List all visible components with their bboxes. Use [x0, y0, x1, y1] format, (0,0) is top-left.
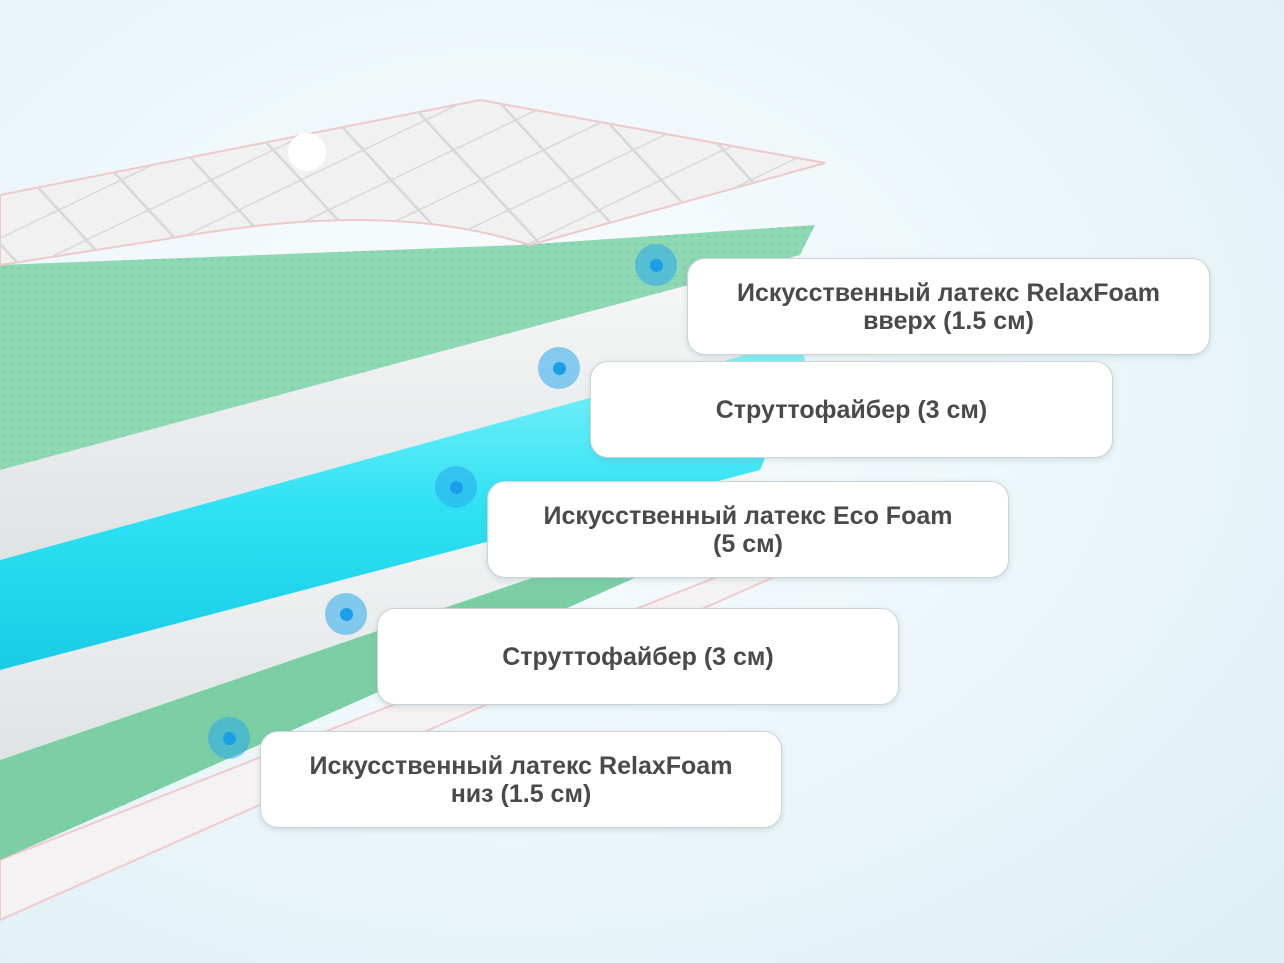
layer-label-relaxfoam-bottom: Искусственный латекс RelaxFoam низ (1.5 … — [260, 731, 782, 828]
hotspot-dot-icon[interactable] — [635, 244, 677, 286]
layer-label-struttofiber-bottom: Струттофайбер (3 см) — [377, 608, 899, 705]
layer-label-text: Струттофайбер (3 см) — [715, 395, 988, 424]
hotspot-dot-icon[interactable] — [435, 466, 477, 508]
layer-label-relaxfoam-top: Искусственный латекс RelaxFoam вверх (1.… — [687, 258, 1210, 355]
layer-label-text: Струттофайбер (3 см) — [502, 642, 774, 671]
layer-label-text: Искусственный латекс Eco Foam (5 см) — [543, 501, 953, 558]
hotspot-dot-icon[interactable] — [538, 347, 580, 389]
hotspot-dot-icon[interactable] — [208, 717, 250, 759]
top-struttofiber-layer — [0, 260, 800, 560]
layer-label-text: Искусственный латекс RelaxFoam вверх (1.… — [737, 278, 1160, 335]
layer-label-ecofoam: Искусственный латекс Eco Foam (5 см) — [487, 481, 1009, 578]
hotspot-dot-icon[interactable] — [325, 593, 367, 635]
layer-label-text: Искусственный латекс RelaxFoam низ (1.5 … — [309, 751, 733, 808]
layer-label-struttofiber-top: Струттофайбер (3 см) — [590, 361, 1113, 458]
